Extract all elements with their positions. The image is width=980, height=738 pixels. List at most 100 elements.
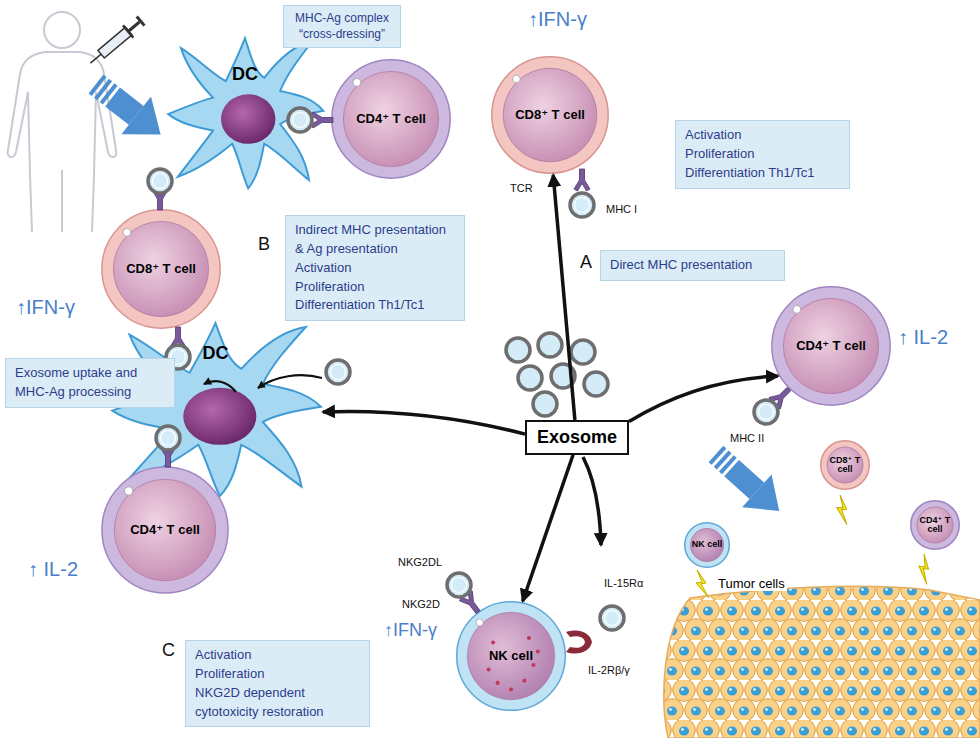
- label-holder: B: [258, 234, 270, 255]
- part-label: MHC I: [606, 203, 637, 215]
- dc-nucleus: [221, 94, 275, 144]
- callout-box: ActivationProliferationDifferentiation T…: [675, 120, 850, 189]
- cell-membrane: [821, 441, 870, 490]
- panel-letter: A: [580, 252, 592, 272]
- cell-nucleus: [467, 612, 554, 699]
- callout-box: MHC-Ag complex “cross-dressing”: [283, 5, 401, 48]
- cell-label: NK cell: [489, 649, 533, 664]
- part-label: NKG2DL: [398, 556, 442, 568]
- cell-label: NK cell: [690, 540, 724, 549]
- granule: [487, 667, 491, 671]
- cytokine-label: ↑IFN-γ: [384, 620, 437, 640]
- label-holder: ↑ IL-2: [898, 326, 948, 349]
- callout-text: Activation: [685, 126, 840, 145]
- cd8-t-cell: CD8⁺ T cell: [100, 208, 222, 330]
- connector-arrow: [629, 376, 778, 422]
- callout-box: ActivationProliferationNKG2D dependent c…: [185, 640, 370, 727]
- cell-nucleus: [113, 221, 208, 316]
- cell-membrane: [911, 501, 960, 550]
- cytokine-label: ↑ IL-2: [28, 558, 78, 580]
- label-holder: TCR: [510, 178, 533, 196]
- part-label: MHC II: [730, 432, 764, 444]
- cell-nucleus: [114, 479, 215, 580]
- cell-membrane: [102, 210, 220, 328]
- cell-membrane: [772, 287, 890, 405]
- callout-text: Indirect MHC presentation & Ag presentat…: [295, 221, 455, 259]
- callout-text: Differentiation Th1/Tc1: [295, 296, 455, 315]
- label-holder: ↑IFN-γ: [16, 296, 75, 319]
- injection-arrow: [81, 65, 175, 153]
- granule: [536, 650, 540, 654]
- cell-membrane: [102, 467, 228, 593]
- callout-text: Direct MHC presentation: [610, 256, 775, 275]
- cell-membrane: [457, 602, 566, 711]
- panel-letter: B: [258, 234, 270, 254]
- person-outline: [8, 12, 117, 232]
- granule: [491, 641, 495, 645]
- dc-body: [168, 38, 323, 188]
- cell-label: CD8⁺ T cell: [828, 456, 862, 475]
- callout-text: MHC-Ag complex “cross-dressing”: [293, 11, 391, 42]
- cytokine-label: ↑IFN-γ: [528, 8, 587, 30]
- part-label: IL-2Rβ/γ: [588, 664, 630, 676]
- callout-text: Activation: [195, 646, 360, 665]
- connector-arrow: [523, 455, 573, 602]
- cd4-t-cell: CD4⁺ T cell: [100, 465, 230, 595]
- label-holder: NKG2DL: [398, 552, 442, 570]
- cell-nucleus: [343, 71, 438, 166]
- cell-highlight: [513, 75, 521, 83]
- cell-highlight: [476, 619, 483, 626]
- label-holder: C: [162, 640, 175, 661]
- cell-label: CD4⁺ T cell: [356, 112, 426, 127]
- part-label: TCR: [510, 182, 533, 194]
- part-label: NKG2D: [402, 598, 440, 610]
- cell-label: CD8⁺ T cell: [126, 262, 196, 277]
- cell-nucleus: [503, 68, 597, 162]
- cd4-t-cell: CD4⁺ T cell: [330, 58, 452, 180]
- label-holder: MHC II: [730, 428, 764, 446]
- callout-text: Proliferation: [685, 145, 840, 164]
- granule: [509, 688, 513, 692]
- connector-arrow: [553, 175, 575, 420]
- label-holder: A: [580, 252, 592, 273]
- granule: [522, 679, 526, 683]
- cytokine-label: ↑IFN-γ: [16, 296, 75, 318]
- cell-nucleus: [690, 528, 723, 561]
- callout-box: Exosome uptake and MHC-Ag processing: [5, 358, 175, 408]
- tumor-mass: [664, 586, 980, 738]
- cd4-t-cell: CD4⁺ T cell: [910, 500, 960, 550]
- cell-nucleus: [783, 298, 878, 393]
- label-holder: ↑ IL-2: [28, 558, 78, 581]
- nk-cell: NK cell: [455, 600, 567, 712]
- receptors: [152, 112, 795, 617]
- cell-highlight: [124, 487, 132, 495]
- cell-label: CD4⁺ T cell: [918, 516, 952, 535]
- callout-text: Differentiation Th1/Tc1: [685, 164, 840, 183]
- cell-highlight: [793, 305, 801, 313]
- lightning-bolts: [696, 495, 935, 598]
- granule: [531, 663, 535, 667]
- cell-membrane: [492, 57, 608, 173]
- cell-label: CD4⁺ T cell: [130, 523, 200, 538]
- label-holder: NKG2D: [402, 594, 440, 612]
- label-holder: IL-2Rβ/γ: [588, 660, 630, 678]
- exosome-cluster: [506, 333, 608, 416]
- cell-highlight: [353, 78, 361, 86]
- cell-label: CD8⁺ T cell: [515, 108, 585, 123]
- label-holder: MHC I: [606, 199, 637, 217]
- cell-label: CD4⁺ T cell: [796, 339, 866, 354]
- il2-receptor: [566, 630, 592, 653]
- label-holder: IL-15Rα: [604, 573, 643, 591]
- exosome-label: Exosome: [537, 427, 617, 448]
- label-holder: Tumor cells: [716, 574, 787, 592]
- processing-arrows: [204, 375, 322, 392]
- cell-label: DC: [165, 65, 325, 85]
- label-holder: ↑IFN-γ: [384, 620, 437, 641]
- granule: [496, 681, 500, 685]
- exosome-box: Exosome: [525, 420, 629, 455]
- cell-nucleus: [827, 447, 863, 483]
- part-label: Tumor cells: [716, 576, 787, 591]
- callout-text: Activation: [295, 259, 455, 278]
- part-label: IL-15Rα: [604, 577, 643, 589]
